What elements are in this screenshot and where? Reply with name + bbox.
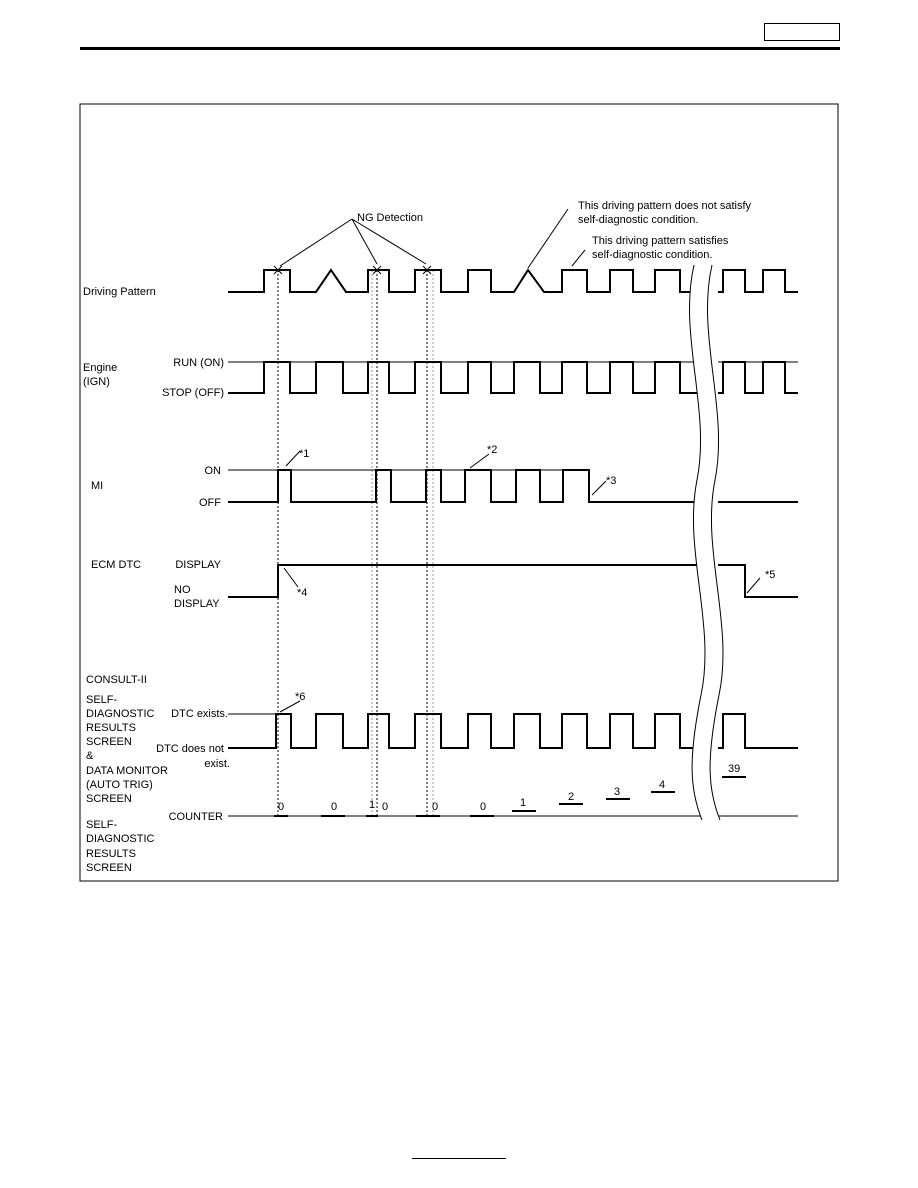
label-dtc-exist: exist. xyxy=(204,758,230,770)
label-no: NO xyxy=(174,584,191,596)
annotation-satisfies-2: self-diagnostic condition. xyxy=(592,249,712,261)
annotation-note-4: *4 xyxy=(297,587,307,599)
label-no-display: DISPLAY xyxy=(174,598,220,610)
counter-value: 0 xyxy=(480,801,486,813)
label-consult: CONSULT-II xyxy=(86,674,147,686)
label-sdr-diagnostic: DIAGNOSTIC xyxy=(86,833,155,845)
consult-waveform xyxy=(228,713,798,749)
mi-waveform xyxy=(228,469,798,503)
label-mi: MI xyxy=(91,480,103,492)
annotation-not-satisfy-2: self-diagnostic condition. xyxy=(578,214,698,226)
counter-value: 0 xyxy=(278,801,284,813)
label-run-on: RUN (ON) xyxy=(173,357,224,369)
label-stop-off: STOP (OFF) xyxy=(162,387,224,399)
label-engine-ign: (IGN) xyxy=(83,376,110,388)
label-consult-results: RESULTS xyxy=(86,722,136,734)
diagram-frame xyxy=(79,103,839,882)
counter-value: 3 xyxy=(614,786,620,798)
annotation-not-satisfy-1: This driving pattern does not satisfy xyxy=(578,200,752,212)
header-rule xyxy=(80,47,840,50)
counter-value: 0 xyxy=(331,801,337,813)
engine-waveform xyxy=(228,361,798,394)
counter-value: 0 xyxy=(432,801,438,813)
page-id-box xyxy=(764,23,840,41)
counter-value: 1 xyxy=(520,797,526,809)
counter-underlines xyxy=(274,776,746,817)
annotation-satisfies-1: This driving pattern satisfies xyxy=(592,235,729,247)
counter-value: 2 xyxy=(568,791,574,803)
annotation-note-2: *2 xyxy=(487,444,497,456)
label-mi-on: ON xyxy=(205,465,222,477)
ng-detection-markers xyxy=(273,265,432,275)
ecm-dtc-waveform xyxy=(228,564,798,598)
label-ecm-dtc: ECM DTC xyxy=(91,559,141,571)
annotation-note-6: *6 xyxy=(295,691,305,703)
counter-value: 4 xyxy=(659,779,665,791)
label-engine: Engine xyxy=(83,362,117,374)
footer-rule xyxy=(412,1158,506,1159)
label-mi-off: OFF xyxy=(199,497,221,509)
annotation-ng-detection: NG Detection xyxy=(357,212,423,224)
label-data-monitor: DATA MONITOR xyxy=(86,765,168,777)
counter-value: 0 xyxy=(382,801,388,813)
label-consult-diagnostic: DIAGNOSTIC xyxy=(86,708,155,720)
counter-value: 1 xyxy=(369,799,375,811)
label-consult-screen: SCREEN xyxy=(86,736,132,748)
annotation-note-5: *5 xyxy=(765,569,775,581)
label-sdr-self: SELF- xyxy=(86,819,118,831)
driving-pattern-waveform xyxy=(228,268,798,293)
label-dtc-exists: DTC exists. xyxy=(171,708,228,720)
label-display: DISPLAY xyxy=(175,559,221,571)
time-break xyxy=(689,264,724,821)
label-auto-trig: (AUTO TRIG) xyxy=(86,779,153,791)
counter-value: 39 xyxy=(728,763,740,775)
ng-dashed-lines xyxy=(277,270,434,816)
annotation-arrows xyxy=(279,208,761,713)
label-sdr-screen: SCREEN xyxy=(86,862,132,874)
label-counter: COUNTER xyxy=(169,811,223,823)
annotation-note-3: *3 xyxy=(606,475,616,487)
label-consult-screen-2: SCREEN xyxy=(86,793,132,805)
label-consult-self: SELF- xyxy=(86,694,118,706)
label-consult-and: & xyxy=(86,750,94,762)
label-dtc-does-not: DTC does not xyxy=(156,743,224,755)
annotation-note-1: *1 xyxy=(299,448,309,460)
label-sdr-results: RESULTS xyxy=(86,848,136,860)
label-driving-pattern: Driving Pattern xyxy=(83,286,156,298)
